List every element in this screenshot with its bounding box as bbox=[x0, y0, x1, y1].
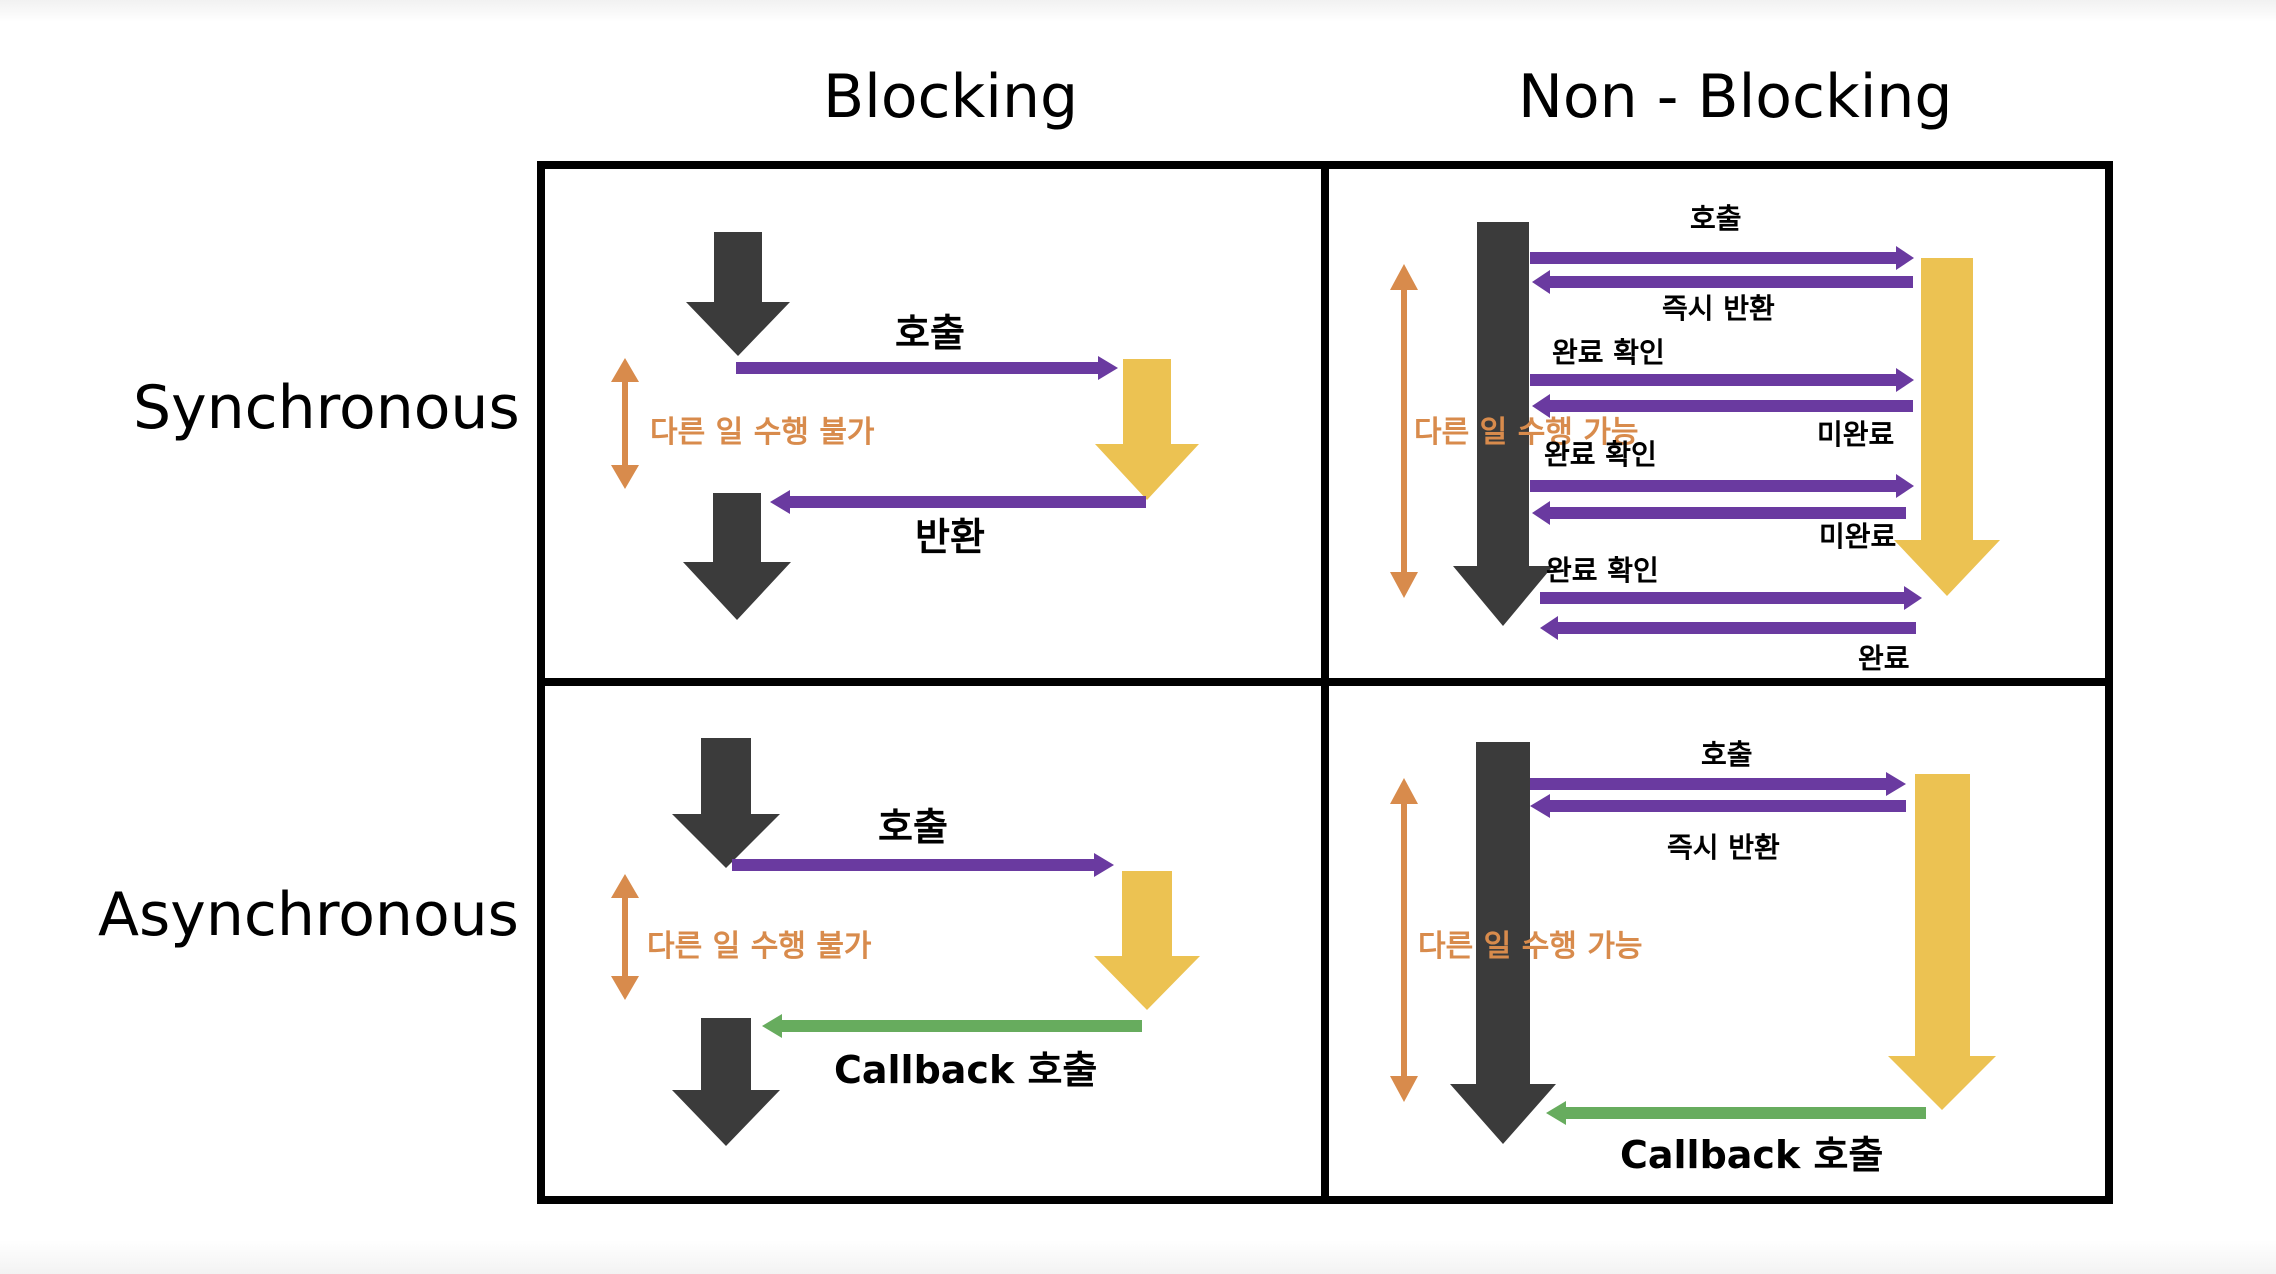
caller-arrow bbox=[1453, 222, 1553, 626]
immediate-return-arrowhead bbox=[1532, 270, 1550, 294]
label-immediate-return: 즉시 반환 bbox=[1667, 831, 1780, 864]
label-callback-call: Callback 호출 bbox=[1620, 1133, 1883, 1177]
label-done: 완료 bbox=[1858, 642, 1910, 675]
callee-arrow bbox=[1095, 359, 1199, 500]
label-cannot-work: 다른 일 수행 불가 bbox=[647, 929, 872, 964]
label-check-done-1: 완료 확인 bbox=[1552, 336, 1665, 369]
label-callback-call: Callback 호출 bbox=[834, 1048, 1097, 1092]
label-return: 반환 bbox=[915, 515, 985, 559]
cell-sync-blocking: 호출 반환 다른 일 수행 불가 bbox=[611, 232, 1199, 620]
top-shade bbox=[0, 0, 2276, 22]
label-call: 호출 bbox=[895, 311, 965, 355]
callee-arrow bbox=[1894, 258, 2000, 596]
blocked-span-top-head bbox=[611, 358, 639, 382]
free-span-bottom-head bbox=[1390, 1076, 1418, 1102]
caller-resume-arrow bbox=[672, 1018, 780, 1146]
return-arrowhead bbox=[770, 490, 790, 514]
caller-block-arrow bbox=[686, 232, 790, 356]
label-call: 호출 bbox=[1701, 738, 1753, 771]
call-arrowhead bbox=[1896, 246, 1914, 270]
row-header-synchronous: Synchronous bbox=[133, 373, 520, 443]
call-arrowhead bbox=[1094, 853, 1114, 877]
not-done-arrowhead-2 bbox=[1532, 501, 1550, 525]
cell-sync-non-blocking: 호출 즉시 반환 완료 확인 다른 일 수행 가능 미완료 완료 확인 미완료 … bbox=[1390, 202, 2000, 675]
label-check-done-2: 완료 확인 bbox=[1544, 438, 1657, 471]
check-done-arrowhead-1 bbox=[1896, 368, 1914, 392]
matrix-grid bbox=[537, 161, 2113, 1204]
free-span-bottom-head bbox=[1390, 572, 1418, 598]
immediate-return-arrowhead bbox=[1530, 794, 1550, 818]
label-can-work: 다른 일 수행 가능 bbox=[1418, 929, 1643, 964]
callee-arrow bbox=[1888, 774, 1996, 1110]
check-done-arrowhead-3 bbox=[1904, 586, 1922, 610]
caller-resume-arrow bbox=[683, 493, 791, 620]
caller-arrow bbox=[1450, 742, 1556, 1144]
call-arrowhead bbox=[1098, 356, 1118, 380]
column-header-non-blocking: Non - Blocking bbox=[1518, 62, 1953, 132]
free-span-top-head bbox=[1390, 778, 1418, 804]
label-not-done-2: 미완료 bbox=[1819, 520, 1896, 553]
cell-async-non-blocking: 호출 즉시 반환 다른 일 수행 가능 Callback 호출 bbox=[1390, 738, 1996, 1177]
cell-async-blocking: 호출 다른 일 수행 불가 Callback 호출 bbox=[611, 738, 1200, 1146]
blocked-span-top-head bbox=[611, 874, 639, 898]
label-cannot-work: 다른 일 수행 불가 bbox=[650, 415, 875, 450]
not-done-arrowhead-1 bbox=[1532, 394, 1550, 418]
call-arrowhead bbox=[1886, 772, 1906, 796]
callback-arrowhead bbox=[762, 1014, 782, 1038]
label-not-done-1: 미완료 bbox=[1817, 418, 1894, 451]
callee-arrow bbox=[1094, 871, 1200, 1010]
free-span-top-head bbox=[1390, 264, 1418, 290]
bottom-shade bbox=[0, 1240, 2276, 1274]
caller-block-arrow bbox=[672, 738, 780, 868]
label-immediate-return: 즉시 반환 bbox=[1662, 292, 1775, 325]
label-can-work: 다른 일 수행 가능 bbox=[1414, 415, 1639, 450]
row-header-asynchronous: Asynchronous bbox=[98, 880, 519, 950]
label-check-done-3: 완료 확인 bbox=[1546, 554, 1659, 587]
column-header-blocking: Blocking bbox=[823, 62, 1079, 132]
blocked-span-bottom-head bbox=[611, 976, 639, 1000]
done-arrowhead bbox=[1540, 616, 1558, 640]
label-call: 호출 bbox=[878, 805, 948, 849]
callback-arrowhead bbox=[1546, 1101, 1566, 1125]
blocked-span-bottom-head bbox=[611, 465, 639, 489]
check-done-arrowhead-2 bbox=[1896, 474, 1914, 498]
label-call: 호출 bbox=[1690, 202, 1742, 235]
